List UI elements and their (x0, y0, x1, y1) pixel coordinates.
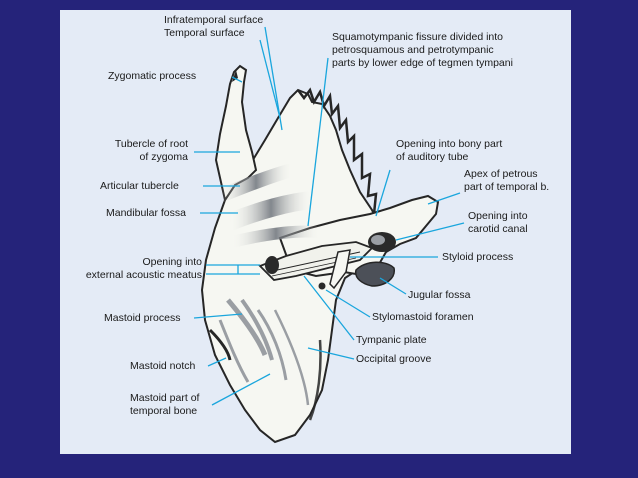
leader-squamotympanic-fissure (307, 57, 329, 227)
external-acoustic-meatus (265, 256, 279, 274)
leader-tympanic-plate (303, 275, 355, 341)
label-mandibular-fossa: Mandibular fossa (106, 207, 186, 219)
label-infratemporal-surface: Infratemporal surface (164, 14, 264, 26)
label-apex-petrous-2: part of temporal b. (464, 181, 550, 193)
label-opening-carotid-2: carotid canal (468, 223, 528, 235)
leader-stylomastoid-foramen (325, 289, 371, 318)
leader-jugular-fossa (379, 277, 407, 295)
jugular-fossa (354, 261, 395, 287)
label-mastoid-process: Mastoid process (104, 312, 181, 324)
label-opening-auditory-tube-2: of auditory tube (396, 151, 469, 163)
label-mastoid-notch: Mastoid notch (130, 360, 196, 372)
label-zygomatic-process: Zygomatic process (108, 70, 197, 82)
label-tubercle-of-root-2: of zygoma (139, 151, 188, 163)
label-mastoid-part-1: Mastoid part of (130, 392, 200, 404)
label-opening-eam-2: external acoustic meatus (85, 269, 202, 281)
leader-opening-carotid (395, 222, 465, 241)
label-apex-petrous-1: Apex of petrous (464, 168, 538, 180)
label-squamotympanic-fissure-3: parts by lower edge of tegmen tympani (332, 57, 513, 69)
label-jugular-fossa: Jugular fossa (408, 289, 471, 301)
styloid-process (329, 249, 351, 290)
leader-lines (193, 26, 465, 406)
leader-opening-auditory-tube (375, 169, 391, 217)
leader-mastoid-process (193, 313, 243, 319)
label-stylomastoid-foramen: Stylomastoid foramen (372, 311, 474, 323)
label-opening-eam-1: Opening into (142, 256, 202, 268)
diagram-panel: Infratemporal surface Temporal surface S… (60, 10, 571, 454)
leader-occipital-groove (307, 347, 355, 360)
leader-temporal-surface (259, 39, 281, 119)
label-tubercle-of-root-1: Tubercle of root (114, 138, 188, 150)
leader-apex-petrous (427, 192, 461, 205)
shading (217, 163, 322, 421)
leader-mastoid-part (211, 373, 271, 406)
leader-mastoid-notch (207, 357, 227, 367)
label-occipital-groove: Occipital groove (356, 353, 432, 365)
label-opening-carotid-1: Opening into (468, 210, 528, 222)
label-styloid-process: Styloid process (442, 251, 514, 263)
squamous-serrated-margin (297, 87, 381, 218)
label-articular-tubercle: Articular tubercle (100, 180, 179, 192)
temporal-bone-illustration (193, 26, 465, 444)
leader-zygomatic-process (231, 76, 243, 83)
label-squamotympanic-fissure-2: petrosquamous and petrotympanic (332, 44, 494, 56)
label-mastoid-part-2: temporal bone (130, 405, 198, 417)
stylomastoid-foramen (318, 282, 326, 290)
label-temporal-surface: Temporal surface (164, 27, 245, 39)
mastoid-notch (208, 328, 232, 361)
label-squamotympanic-fissure-1: Squamotympanic fissure divided into (332, 31, 504, 43)
label-opening-auditory-tube-1: Opening into bony part (396, 138, 503, 150)
label-tympanic-plate: Tympanic plate (356, 334, 427, 346)
